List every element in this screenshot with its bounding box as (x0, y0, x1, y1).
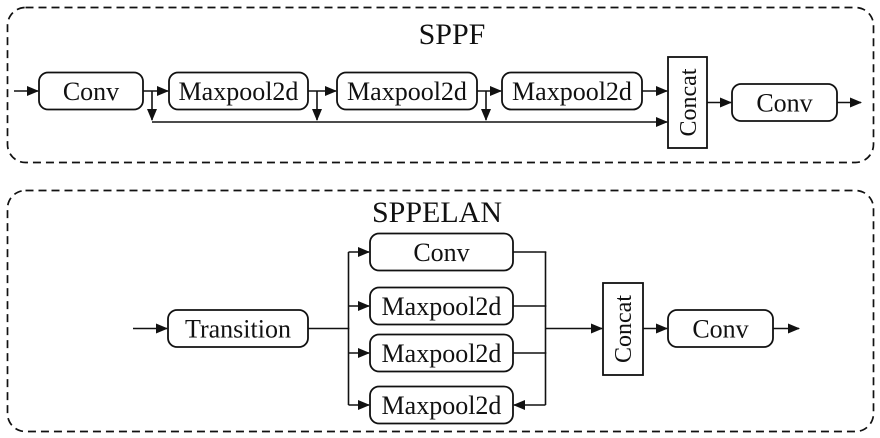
sppf-concat-label: Concat (676, 68, 702, 136)
sppelan-panel: SPPELAN Tra (6, 189, 875, 433)
sppelan-node-transition: Transition (167, 309, 309, 348)
sppelan-node-branch-maxpool-2: Maxpool2d (369, 333, 514, 373)
sppelan-concat-box (602, 282, 644, 376)
sppelan-node-branch-maxpool-3: Maxpool2d (369, 385, 514, 425)
sppelan-conv-out-label: Conv (692, 315, 748, 344)
sppf-panel: SPPF Conv Maxpoo (6, 6, 875, 164)
sppf-conv-in-box (38, 71, 144, 111)
sppf-node-maxpool-3: Maxpool2d (501, 71, 643, 111)
sppelan-node-branch-conv: Conv (369, 232, 514, 272)
sppelan-branch-conv-box (369, 232, 514, 272)
sppelan-node-conv-out: Conv (667, 309, 774, 348)
sppf-conv-out-label: Conv (756, 89, 812, 118)
sppelan-concat-label: Concat (611, 295, 637, 363)
sppf-node-conv-in: Conv (38, 71, 144, 111)
sppelan-branch-maxpool-2-label: Maxpool2d (382, 339, 502, 368)
sppf-maxpool-3-box (501, 71, 643, 111)
sppelan-branch-maxpool-3-box (369, 385, 514, 425)
sppf-maxpool-3-label: Maxpool2d (512, 77, 632, 106)
sppf-dashed-border (6, 6, 875, 164)
sppelan-branch-maxpool-3-label: Maxpool2d (382, 391, 502, 420)
sppelan-branch-conv-label: Conv (413, 238, 469, 267)
sppf-node-maxpool-2: Maxpool2d (336, 71, 478, 111)
sppelan-branch-maxpool-2-box (369, 333, 514, 373)
sppelan-conv-out-box (667, 309, 774, 348)
sppf-title: SPPF (419, 18, 486, 51)
sppelan-title: SPPELAN (372, 196, 502, 229)
sppelan-transition-label: Transition (185, 315, 291, 344)
sppf-node-concat: Concat (667, 56, 708, 149)
sppf-conv-in-label: Conv (63, 77, 119, 106)
sppf-maxpool-1-box (168, 71, 309, 111)
sppelan-branch-maxpool-1-label: Maxpool2d (382, 292, 502, 321)
sppelan-branch-maxpool-1-box (369, 286, 514, 326)
sppf-node-maxpool-1: Maxpool2d (168, 71, 309, 111)
sppelan-node-concat: Concat (602, 282, 644, 376)
sppf-maxpool-1-label: Maxpool2d (179, 77, 299, 106)
sppf-maxpool-2-label: Maxpool2d (347, 77, 467, 106)
sppelan-node-branch-maxpool-1: Maxpool2d (369, 286, 514, 326)
sppelan-transition-box (167, 309, 309, 348)
sppf-conv-out-box (731, 83, 838, 122)
sppf-concat-box (667, 56, 708, 149)
sppf-maxpool-2-box (336, 71, 478, 111)
sppf-connectors (14, 86, 862, 127)
sppelan-connectors (133, 247, 800, 410)
sppf-node-conv-out: Conv (731, 83, 838, 122)
